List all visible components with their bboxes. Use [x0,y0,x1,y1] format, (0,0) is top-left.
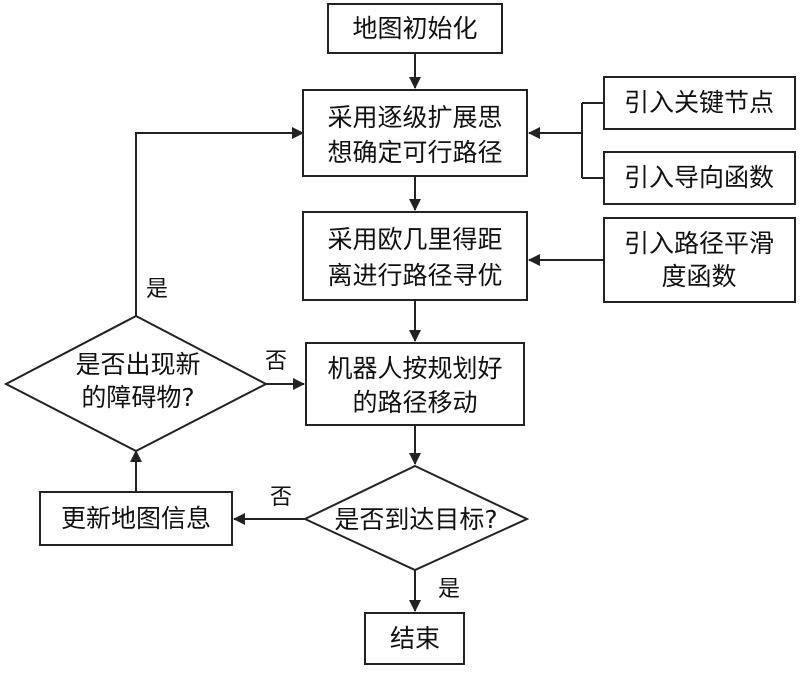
edge-label-obstacle-yes: 是 [146,277,168,302]
node-smooth-label-line2: 度函数 [661,262,736,291]
node-optimize-label-line2: 离进行路径寻优 [327,261,502,290]
node-guide-func: 引入导向函数 [603,151,796,205]
node-move: 机器人按规划好 的路径移动 [305,342,525,426]
node-move-label-line1: 机器人按规划好 [327,354,502,383]
node-smooth-label-line1: 引入路径平滑 [624,229,774,258]
node-plan-label-line2: 想确定可行路径 [327,138,502,167]
node-plan: 采用逐级扩展思 想确定可行路径 [302,89,528,177]
node-key-nodes-label: 引入关键节点 [624,88,774,117]
node-plan-label-line1: 采用逐级扩展思 [327,103,502,132]
node-end: 结束 [364,612,465,665]
node-move-label-line2: 的路径移动 [352,388,477,417]
node-optimize-label-line1: 采用欧几里得距 [327,225,502,254]
node-update-map: 更新地图信息 [39,491,233,546]
node-smooth: 引入路径平滑 度函数 [603,217,796,303]
edge-label-goal-yes: 是 [438,577,460,602]
node-end-label: 结束 [390,624,440,653]
connectors [130,53,604,612]
node-goal-decision: 是否到达目标? [302,464,530,572]
node-goal-label: 是否到达目标? [334,505,497,534]
node-init-label: 地图初始化 [352,14,477,43]
node-init: 地图初始化 [327,3,503,54]
edge-label-obstacle-no: 否 [265,349,287,374]
node-optimize: 采用欧几里得距 离进行路径寻优 [302,211,528,301]
node-obstacle-label-line2: 的障碍物? [81,383,194,412]
edge-label-goal-no: 否 [270,485,292,510]
node-obstacle-label-line1: 是否出现新 [75,350,200,379]
node-guide-func-label: 引入导向函数 [624,163,774,192]
node-obstacle-decision: 是否出现新 的障碍物? [3,314,269,453]
node-key-nodes: 引入关键节点 [603,76,796,130]
node-update-map-label: 更新地图信息 [61,504,211,533]
edge-obstacle-to-plan [135,127,304,316]
